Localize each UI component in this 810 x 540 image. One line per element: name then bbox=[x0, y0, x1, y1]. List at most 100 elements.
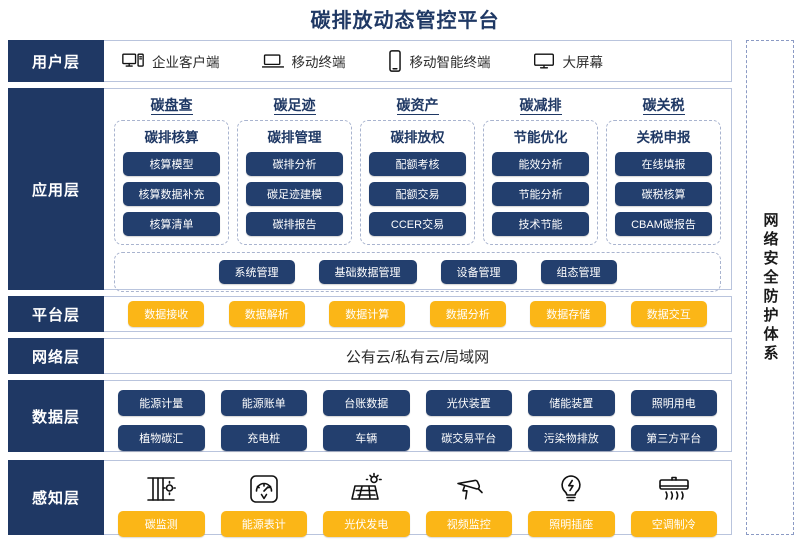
layer-user-label: 用户层 bbox=[8, 40, 104, 82]
application-group-box: 节能优化能效分析节能分析技术节能 bbox=[483, 120, 598, 245]
user-terminal-label: 移动终端 bbox=[291, 55, 346, 70]
sense-device-item[interactable]: 照明插座 bbox=[528, 467, 615, 537]
data-source-button[interactable]: 储能装置 bbox=[528, 390, 615, 416]
sense-device-item[interactable]: 碳监测 bbox=[118, 467, 205, 537]
application-group-title: 碳关税 bbox=[606, 95, 721, 117]
application-group-title: 碳减排 bbox=[483, 95, 598, 117]
carbon-monitor-icon bbox=[144, 467, 178, 511]
application-group: 碳关税关税申报在线填报碳税核算 CBAM碳报告 bbox=[606, 95, 721, 245]
application-module-button[interactable]: 碳排分析 bbox=[246, 152, 343, 176]
application-group-subtitle: 碳排管理 bbox=[267, 130, 322, 145]
application-module-button[interactable]: 技术节能 bbox=[492, 212, 589, 236]
application-group-title-text: 碳减排 bbox=[519, 97, 562, 115]
application-group-box: 关税申报在线填报碳税核算 CBAM碳报告 bbox=[606, 120, 721, 245]
air-conditioner-icon bbox=[657, 467, 691, 511]
application-module-button[interactable]: CBAM碳报告 bbox=[615, 212, 712, 236]
application-module-button[interactable]: 碳足迹建模 bbox=[246, 182, 343, 206]
sense-device-label[interactable]: 碳监测 bbox=[118, 511, 205, 537]
user-terminal-item[interactable]: 移动智能终端 bbox=[388, 50, 491, 72]
layer-data-label: 数据层 bbox=[8, 380, 104, 452]
application-common-module-button[interactable]: 设备管理 bbox=[440, 260, 517, 284]
sense-device-item[interactable]: 光伏发电 bbox=[323, 467, 410, 537]
sense-device-label[interactable]: 空调制冷 bbox=[630, 511, 717, 537]
platform-capability-chip[interactable]: 数据计算 bbox=[329, 301, 406, 327]
application-group-list: 碳盘查碳排核算核算模型核算数据补充核算清单 碳足迹碳排管理碳排分析碳足迹建模碳排报… bbox=[114, 95, 721, 245]
application-module-button[interactable]: CCER交易 bbox=[369, 212, 466, 236]
data-source-button[interactable]: 能源账单 bbox=[220, 390, 307, 416]
platform-capability-chip[interactable]: 数据分析 bbox=[429, 301, 506, 327]
application-common-module-button[interactable]: 基础数据管理 bbox=[318, 260, 417, 284]
layer-data-body: 能源计量能源账单台账数据光伏装置储能装置照明用电植物碳汇充电桩车辆碳交易平台污染… bbox=[104, 380, 732, 452]
layer-sense-body: 碳监测 能源表计 光伏发电 视频监控 照明插座 空调制冷 bbox=[104, 460, 732, 537]
application-group-subtitle: 碳排核算 bbox=[144, 130, 199, 145]
data-source-button[interactable]: 光伏装置 bbox=[425, 390, 512, 416]
application-common-modules: 系统管理基础数据管理设备管理组态管理 bbox=[114, 252, 721, 292]
monitor-icon bbox=[533, 52, 555, 70]
application-group-title-text: 碳足迹 bbox=[273, 97, 316, 115]
user-terminal-label: 大屏幕 bbox=[562, 55, 604, 70]
platform-capability-chip[interactable]: 数据交互 bbox=[630, 301, 707, 327]
application-group: 碳盘查碳排核算核算模型核算数据补充核算清单 bbox=[114, 95, 229, 245]
laptop-icon bbox=[261, 52, 284, 70]
sense-device-label[interactable]: 能源表计 bbox=[220, 511, 307, 537]
application-group-title-text: 碳盘查 bbox=[150, 97, 193, 115]
user-terminal-item[interactable]: 大屏幕 bbox=[533, 51, 604, 71]
layer-application: 应用层 碳盘查碳排核算核算模型核算数据补充核算清单碳足迹碳排管理碳排分析碳足迹建… bbox=[8, 88, 732, 292]
data-source-button[interactable]: 台账数据 bbox=[323, 390, 410, 416]
data-source-button[interactable]: 能源计量 bbox=[118, 390, 205, 416]
data-source-button[interactable]: 植物碳汇 bbox=[118, 425, 205, 451]
application-common-module-button[interactable]: 组态管理 bbox=[540, 260, 617, 284]
energy-meter-icon bbox=[247, 467, 281, 511]
user-terminal-label: 企业客户端 bbox=[152, 55, 220, 70]
layer-sense-label: 感知层 bbox=[8, 460, 104, 535]
data-source-button[interactable]: 污染物排放 bbox=[528, 425, 615, 451]
data-source-button[interactable]: 车辆 bbox=[323, 425, 410, 451]
sense-device-list: 碳监测 能源表计 光伏发电 视频监控 照明插座 空调制冷 bbox=[118, 467, 717, 537]
layer-application-body: 碳盘查碳排核算核算模型核算数据补充核算清单 碳足迹碳排管理碳排分析碳足迹建模碳排报… bbox=[104, 88, 732, 292]
lightbulb-socket-icon bbox=[554, 467, 588, 511]
application-group: 碳减排节能优化能效分析节能分析技术节能 bbox=[483, 95, 598, 245]
data-source-button[interactable]: 第三方平台 bbox=[630, 425, 717, 451]
application-module-button[interactable]: 节能分析 bbox=[492, 182, 589, 206]
application-module-button[interactable]: 在线填报 bbox=[615, 152, 712, 176]
application-group-title: 碳资产 bbox=[360, 95, 475, 117]
application-group-subtitle: 关税申报 bbox=[636, 130, 691, 145]
solar-panel-icon bbox=[349, 467, 383, 511]
data-source-button[interactable]: 充电桩 bbox=[220, 425, 307, 451]
application-group-subtitle: 碳排放权 bbox=[390, 130, 445, 145]
layer-data: 数据层 能源计量能源账单台账数据光伏装置储能装置照明用电植物碳汇充电桩车辆碳交易… bbox=[8, 380, 732, 452]
sense-device-label[interactable]: 视频监控 bbox=[425, 511, 512, 537]
sense-device-item[interactable]: 视频监控 bbox=[425, 467, 512, 537]
data-source-list: 能源计量能源账单台账数据光伏装置储能装置照明用电植物碳汇充电桩车辆碳交易平台污染… bbox=[118, 390, 717, 451]
sense-device-label[interactable]: 照明插座 bbox=[528, 511, 615, 537]
sense-device-item[interactable]: 空调制冷 bbox=[630, 467, 717, 537]
application-group-box: 碳排核算核算模型核算数据补充核算清单 bbox=[114, 120, 229, 245]
application-module-button[interactable]: 核算数据补充 bbox=[123, 182, 220, 206]
platform-capability-chip[interactable]: 数据接收 bbox=[128, 301, 205, 327]
user-terminal-item[interactable]: 企业客户端 bbox=[122, 51, 220, 71]
application-module-button[interactable]: 配额交易 bbox=[369, 182, 466, 206]
user-terminal-item[interactable]: 移动终端 bbox=[261, 51, 346, 71]
sense-device-label[interactable]: 光伏发电 bbox=[323, 511, 410, 537]
user-terminal-label: 移动智能终端 bbox=[409, 55, 491, 70]
platform-capability-chip[interactable]: 数据存储 bbox=[530, 301, 607, 327]
security-band-label: 网络安全防护体系 bbox=[761, 211, 779, 364]
platform-capability-list: 数据接收数据解析数据计算数据分析数据存储数据交互 bbox=[104, 297, 731, 331]
sense-device-item[interactable]: 能源表计 bbox=[220, 467, 307, 537]
platform-capability-chip[interactable]: 数据解析 bbox=[228, 301, 305, 327]
layer-network: 网络层 公有云/私有云/局域网 bbox=[8, 338, 732, 374]
smartphone-icon bbox=[388, 50, 402, 72]
application-module-button[interactable]: 核算模型 bbox=[123, 152, 220, 176]
application-module-button[interactable]: 碳税核算 bbox=[615, 182, 712, 206]
application-group-box: 碳排管理碳排分析碳足迹建模碳排报告 bbox=[237, 120, 352, 245]
data-source-button[interactable]: 碳交易平台 bbox=[425, 425, 512, 451]
application-group-title: 碳足迹 bbox=[237, 95, 352, 117]
application-module-button[interactable]: 核算清单 bbox=[123, 212, 220, 236]
application-common-module-button[interactable]: 系统管理 bbox=[218, 260, 295, 284]
data-source-button[interactable]: 照明用电 bbox=[630, 390, 717, 416]
application-group-title: 碳盘查 bbox=[114, 95, 229, 117]
application-module-button[interactable]: 碳排报告 bbox=[246, 212, 343, 236]
application-module-button[interactable]: 能效分析 bbox=[492, 152, 589, 176]
application-group: 碳资产碳排放权配额考核配额交易 CCER交易 bbox=[360, 95, 475, 245]
application-module-button[interactable]: 配额考核 bbox=[369, 152, 466, 176]
